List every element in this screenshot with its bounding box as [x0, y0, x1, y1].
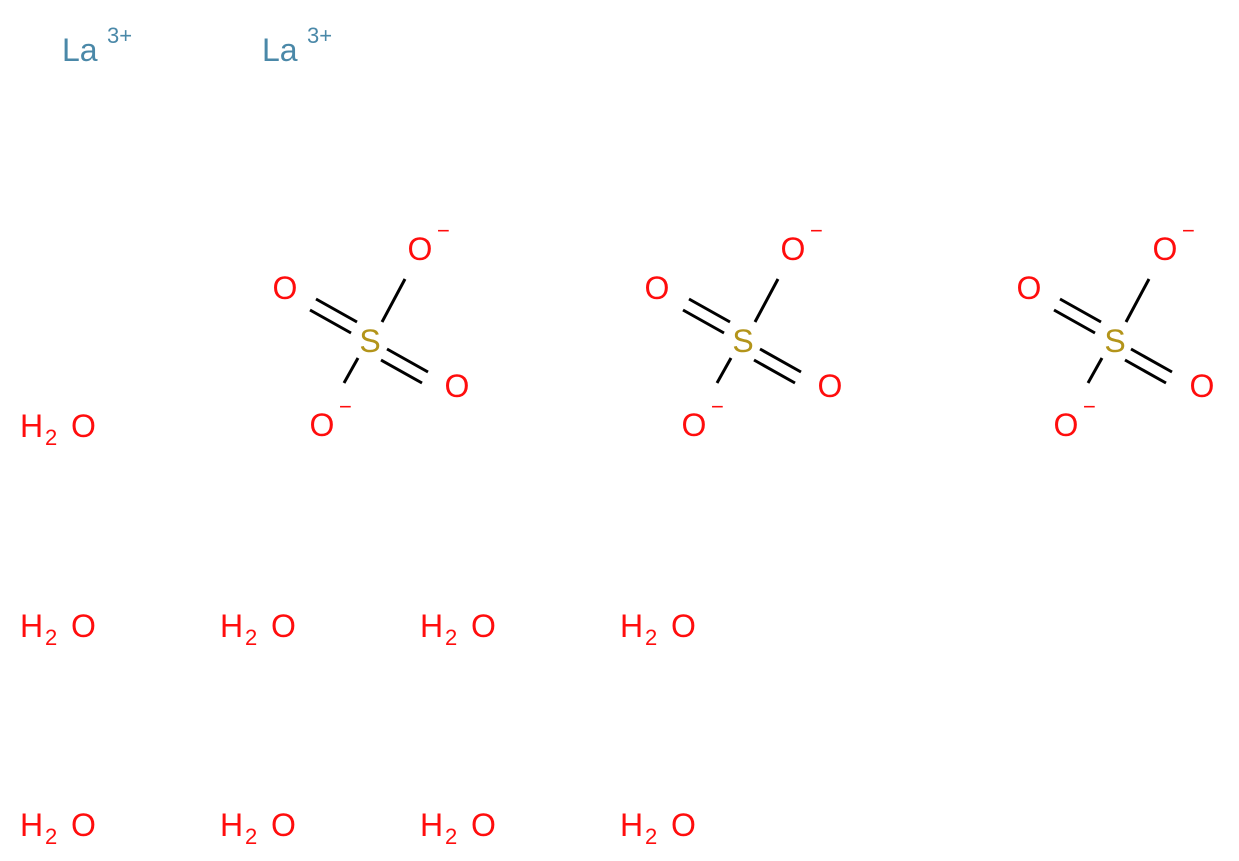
single-bond-line — [342, 357, 360, 384]
water-molecule-7: H 2 O — [220, 807, 296, 849]
water-molecule-9: H 2 O — [620, 807, 696, 849]
hydrogen-symbol: H — [220, 608, 243, 644]
negative-charge: − — [810, 218, 823, 243]
double-bond-line — [759, 347, 802, 374]
oxygen-atom: O — [781, 231, 806, 267]
hydrogen-subscript: 2 — [445, 824, 457, 849]
water-molecule-1: H 2 O — [20, 408, 96, 450]
negative-charge: − — [437, 218, 450, 243]
oxygen-symbol: O — [271, 807, 296, 843]
negative-charge: − — [1182, 218, 1195, 243]
sulfur-atom: S — [732, 323, 753, 359]
double-bond-line — [386, 347, 429, 374]
hydrogen-subscript: 2 — [45, 425, 57, 450]
double-bond-line — [1124, 358, 1167, 385]
oxygen-atom: O — [1017, 270, 1042, 306]
double-bond-line — [380, 358, 423, 385]
lanthanum-symbol: La — [262, 32, 298, 68]
oxygen-atom: O — [310, 407, 335, 443]
oxygen-atom: O — [682, 407, 707, 443]
negative-charge: − — [1083, 394, 1096, 419]
double-bond-line — [1130, 347, 1173, 374]
oxygen-atom: O — [1190, 368, 1215, 404]
oxygen-symbol: O — [71, 408, 96, 444]
hydrogen-symbol: H — [620, 608, 643, 644]
oxygen-symbol: O — [671, 608, 696, 644]
lanthanum-charge: 3+ — [307, 23, 332, 48]
negative-charge: − — [339, 394, 352, 419]
water-molecule-5: H 2 O — [620, 608, 696, 650]
double-bond-line — [682, 308, 725, 335]
water-molecule-6: H 2 O — [20, 807, 96, 849]
hydrogen-symbol: H — [20, 807, 43, 843]
oxygen-symbol: O — [71, 608, 96, 644]
water-molecule-2: H 2 O — [20, 608, 96, 650]
double-bond-line — [753, 358, 796, 385]
single-bond-line — [753, 278, 780, 323]
sulfur-atom: S — [1104, 323, 1125, 359]
hydrogen-symbol: H — [220, 807, 243, 843]
hydrogen-subscript: 2 — [645, 625, 657, 650]
water-molecule-8: H 2 O — [420, 807, 496, 849]
oxygen-atom: O — [1054, 407, 1079, 443]
hydrogen-symbol: H — [420, 608, 443, 644]
double-bond-line — [1059, 297, 1102, 324]
double-bond-line — [315, 297, 358, 324]
hydrogen-symbol: H — [20, 408, 43, 444]
sulfur-atom: S — [359, 323, 380, 359]
oxygen-symbol: O — [71, 807, 96, 843]
lanthanum-charge: 3+ — [107, 23, 132, 48]
water-molecule-3: H 2 O — [220, 608, 296, 650]
hydrogen-subscript: 2 — [645, 824, 657, 849]
oxygen-symbol: O — [471, 608, 496, 644]
lanthanum-symbol: La — [62, 32, 98, 68]
hydrogen-symbol: H — [20, 608, 43, 644]
single-bond-line — [1124, 278, 1151, 323]
hydrogen-subscript: 2 — [45, 625, 57, 650]
sulfate-ion-1: S O O O − O − — [273, 218, 470, 443]
double-bond-line — [309, 308, 352, 335]
sulfate-ion-2: S O O O − O − — [645, 218, 843, 443]
double-bond-line — [1053, 308, 1096, 335]
oxygen-symbol: O — [271, 608, 296, 644]
oxygen-atom: O — [645, 270, 670, 306]
hydrogen-symbol: H — [620, 807, 643, 843]
single-bond-line — [715, 357, 733, 384]
single-bond-line — [1086, 357, 1104, 384]
oxygen-atom: O — [273, 270, 298, 306]
oxygen-atom: O — [408, 231, 433, 267]
hydrogen-subscript: 2 — [445, 625, 457, 650]
negative-charge: − — [711, 394, 724, 419]
hydrogen-subscript: 2 — [245, 824, 257, 849]
oxygen-symbol: O — [471, 807, 496, 843]
oxygen-atom: O — [1153, 231, 1178, 267]
water-molecule-4: H 2 O — [420, 608, 496, 650]
hydrogen-symbol: H — [420, 807, 443, 843]
lanthanum-ion-1: La 3+ — [62, 23, 132, 68]
hydrogen-subscript: 2 — [245, 625, 257, 650]
hydrogen-subscript: 2 — [45, 824, 57, 849]
oxygen-symbol: O — [671, 807, 696, 843]
sulfate-ion-3: S O O O − O − — [1017, 218, 1215, 443]
double-bond-line — [688, 297, 731, 324]
oxygen-atom: O — [818, 368, 843, 404]
oxygen-atom: O — [445, 368, 470, 404]
single-bond-line — [380, 278, 407, 323]
lanthanum-ion-2: La 3+ — [262, 23, 332, 68]
